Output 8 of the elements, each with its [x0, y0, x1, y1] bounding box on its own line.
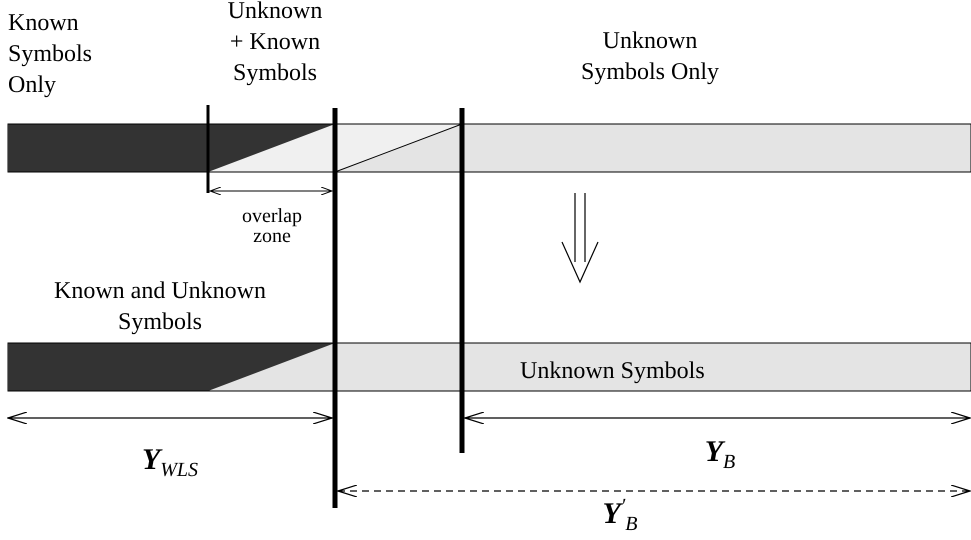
dimension-label: Y$_{WLS}$: [142, 442, 198, 478]
region-label: Known Symbols Only: [8, 9, 94, 100]
region-label: Unknown Symbols: [520, 357, 705, 386]
dimension-label: Y$_{B}$: [704, 434, 736, 470]
region-label: Unknown + Known Symbols: [226, 0, 324, 88]
region-label: Unknown Symbols Only: [580, 27, 720, 87]
dimension-label: overlap zone: [241, 206, 303, 246]
region-label: Known and Unknown Symbols: [53, 277, 267, 337]
